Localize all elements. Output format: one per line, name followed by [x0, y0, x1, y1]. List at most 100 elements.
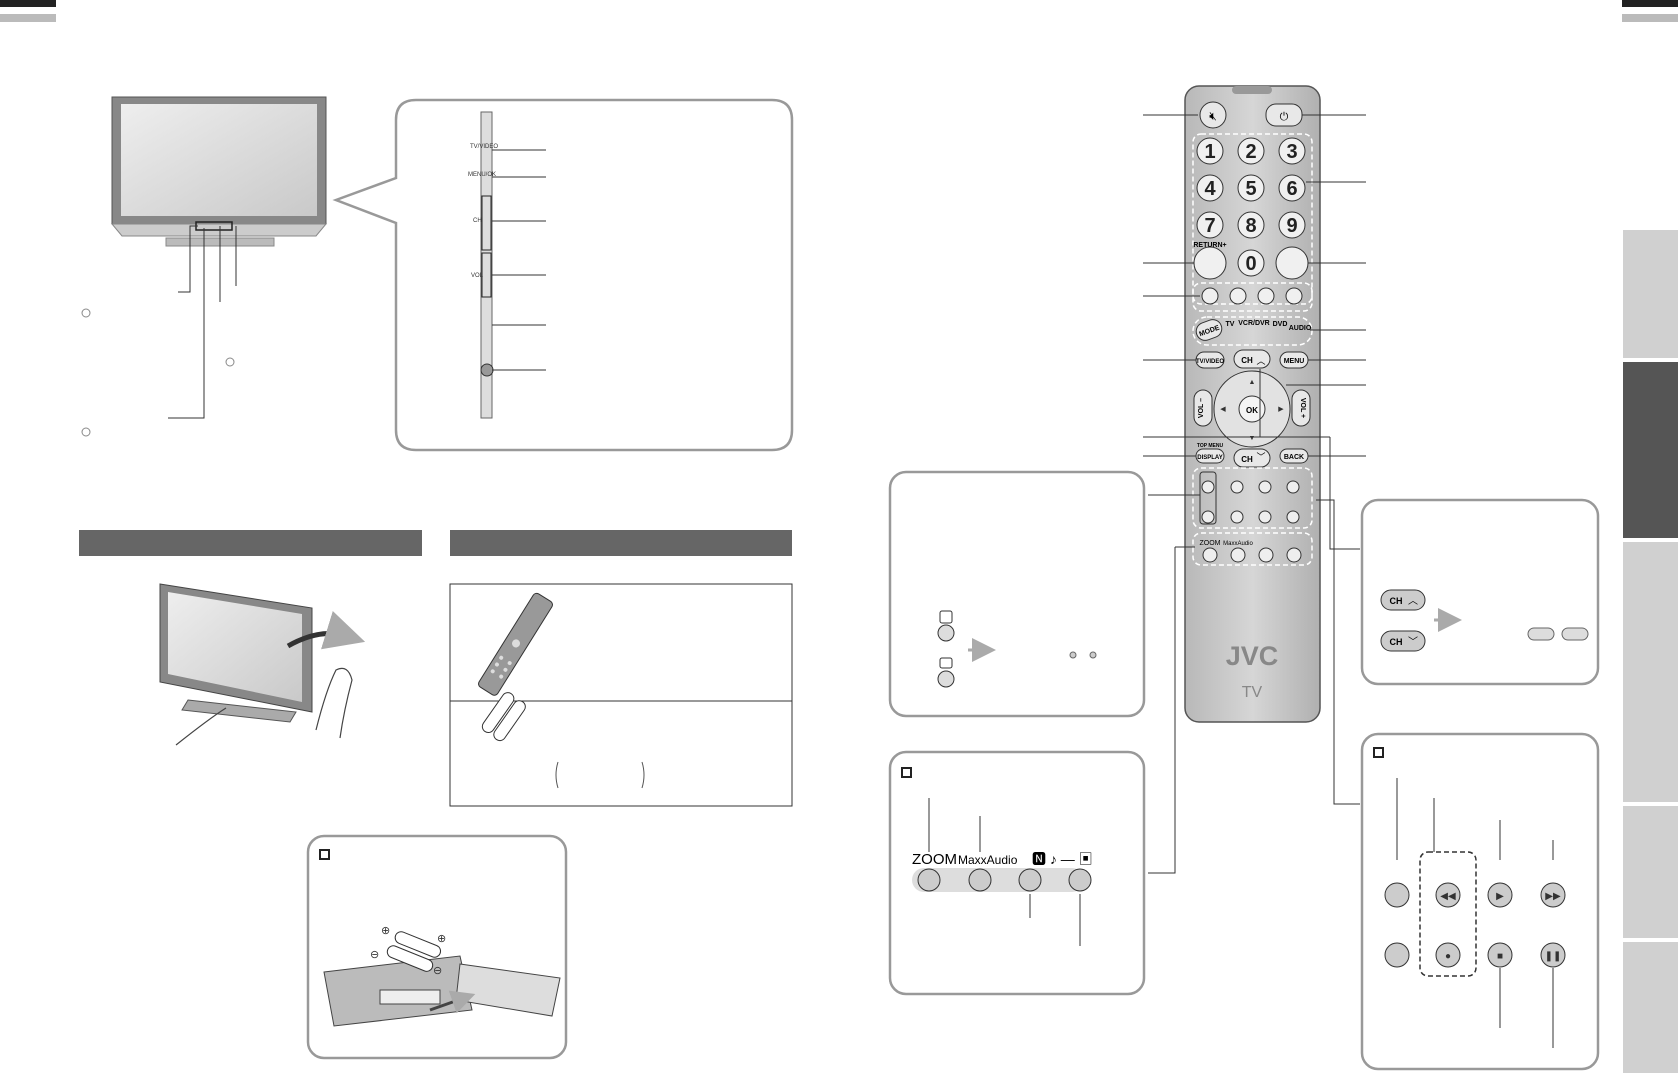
callout-maxxaudio-label: MaxxAudio — [958, 853, 1018, 867]
color-button-2[interactable] — [1229, 287, 1247, 305]
stop-button[interactable] — [1258, 510, 1272, 524]
svg-text:⊖: ⊖ — [433, 965, 442, 977]
device-label-dvd: DVD — [1273, 321, 1288, 328]
callout-stop-button[interactable] — [1487, 942, 1513, 968]
arrow-down-icon: ▼ — [1249, 435, 1256, 442]
ch-down-label: CH — [1241, 455, 1253, 464]
play-button[interactable] — [1258, 480, 1272, 494]
device-label-audio: AUDIO — [1289, 325, 1312, 332]
color-button-1[interactable] — [1201, 287, 1219, 305]
return-button[interactable] — [1193, 246, 1227, 280]
mute-button[interactable] — [1199, 101, 1227, 129]
arrow-up-icon: ▲ — [1249, 379, 1256, 386]
rewind-button[interactable] — [1230, 480, 1244, 494]
zoom-button[interactable] — [1202, 547, 1218, 563]
section-bar-left — [79, 530, 422, 556]
callout-picture-button[interactable] — [1068, 868, 1092, 892]
svg-text:⊕: ⊕ — [437, 933, 446, 945]
play-icon: ▶ — [1496, 891, 1504, 902]
fast-forward-button[interactable] — [1286, 480, 1300, 494]
color-button-3[interactable] — [1257, 287, 1275, 305]
number-button-3[interactable] — [1278, 137, 1306, 165]
number-button-5[interactable] — [1237, 174, 1265, 202]
callout-fast-forward-button[interactable] — [1540, 882, 1566, 908]
tv-panel-ch: CH — [473, 218, 482, 224]
section-bar-right — [450, 530, 792, 556]
number-label-0: 0 — [1245, 253, 1256, 275]
vol-down-button[interactable] — [1193, 389, 1213, 427]
teletext-button[interactable] — [1275, 246, 1309, 280]
number-button-2[interactable] — [1237, 137, 1265, 165]
return-label: RETURN+ — [1193, 242, 1226, 249]
battery-callout: ⊕ ⊕ ⊖ ⊖ — [306, 834, 568, 1060]
callout-sound-button[interactable] — [1018, 868, 1042, 892]
menu-label: MENU — [1284, 358, 1305, 365]
sound-button[interactable] — [1258, 547, 1274, 563]
svg-text:﹀: ﹀ — [1408, 636, 1418, 648]
ch-up-button[interactable] — [1233, 349, 1271, 369]
record-button[interactable] — [1230, 510, 1244, 524]
model-label: TV — [1242, 684, 1263, 701]
pause-icon: ❚❚ — [1545, 951, 1562, 962]
top-menu-label: TOP MENU — [1197, 443, 1224, 449]
ch-down-icon: ﹀ — [1256, 452, 1265, 462]
stop-icon: ■ — [1497, 951, 1503, 962]
number-button-1[interactable] — [1196, 137, 1224, 165]
callout-ch-up-label: CH — [1390, 596, 1403, 606]
callout-record-button[interactable] — [1435, 942, 1461, 968]
arrow-left-icon: ◀ — [1220, 406, 1226, 413]
ch-down-button[interactable] — [1233, 448, 1271, 468]
callout-zoom-button[interactable] — [917, 868, 941, 892]
tv-panel-tv-video: TV/VIDEO — [470, 144, 498, 150]
number-label-6: 6 — [1286, 178, 1297, 200]
number-button-0[interactable] — [1237, 249, 1265, 277]
number-label-4: 4 — [1204, 178, 1216, 200]
header-bars — [0, 0, 1678, 22]
number-label-3: 3 — [1286, 141, 1297, 163]
number-label-5: 5 — [1245, 178, 1256, 200]
record-icon: ● — [1445, 951, 1451, 962]
callout-play-button[interactable] — [1487, 882, 1513, 908]
ch-up-icon: ︿ — [1256, 356, 1265, 366]
color-button-4[interactable] — [1285, 287, 1303, 305]
svg-text:🅽 ♪ — ▣: 🅽 ♪ — ▣ — [1032, 851, 1093, 867]
svg-text:⊖: ⊖ — [370, 949, 379, 961]
number-button-8[interactable] — [1237, 211, 1265, 239]
teletext-callout — [888, 470, 1146, 718]
pause-button[interactable] — [1286, 510, 1300, 524]
callout-ch-down-button[interactable] — [1380, 630, 1426, 652]
callout-zoom-label: ZOOM — [912, 851, 957, 868]
ok-button[interactable] — [1238, 395, 1266, 423]
tv-tilt-illustration — [159, 583, 366, 746]
vol-down-label: VOL – — [1198, 398, 1205, 418]
back-label: BACK — [1284, 454, 1304, 461]
tv-panel-menu-ok: MENU/OK — [468, 172, 496, 178]
ok-label: OK — [1246, 406, 1258, 415]
callout-ch-up-button[interactable] — [1380, 589, 1426, 611]
number-button-7[interactable] — [1196, 211, 1224, 239]
remote-zoom-label: ZOOM — [1200, 540, 1221, 547]
callout-maxxaudio-button[interactable] — [968, 868, 992, 892]
ch-callout: CH ︿ CH ﹀ — [1360, 498, 1600, 686]
power-icon: ⏻ — [1280, 111, 1289, 123]
number-button-9[interactable] — [1278, 211, 1306, 239]
tv-illustration — [81, 96, 328, 437]
number-label-9: 9 — [1286, 215, 1297, 237]
callout-pause-button[interactable] — [1540, 942, 1566, 968]
device-label-tv: TV — [1226, 321, 1235, 328]
mode-button[interactable] — [1194, 317, 1225, 343]
remote-control: 🔇︎ ⏻ 1 2 3 4 5 6 7 8 9 0 — [1184, 85, 1321, 723]
vol-up-button[interactable] — [1291, 389, 1311, 427]
svg-text:⊕: ⊕ — [381, 925, 390, 937]
callout-rewind-button[interactable] — [1435, 882, 1461, 908]
mute-icon: 🔇︎ — [1209, 109, 1217, 123]
transport-callout: ◀◀ ▶ ▶▶ ● ■ ❚❚ — [1360, 732, 1600, 1071]
number-button-6[interactable] — [1278, 174, 1306, 202]
maxxaudio-button[interactable] — [1230, 547, 1246, 563]
number-label-8: 8 — [1245, 215, 1256, 237]
ch-up-label: CH — [1241, 356, 1253, 365]
picture-button[interactable] — [1286, 547, 1302, 563]
number-button-4[interactable] — [1196, 174, 1224, 202]
